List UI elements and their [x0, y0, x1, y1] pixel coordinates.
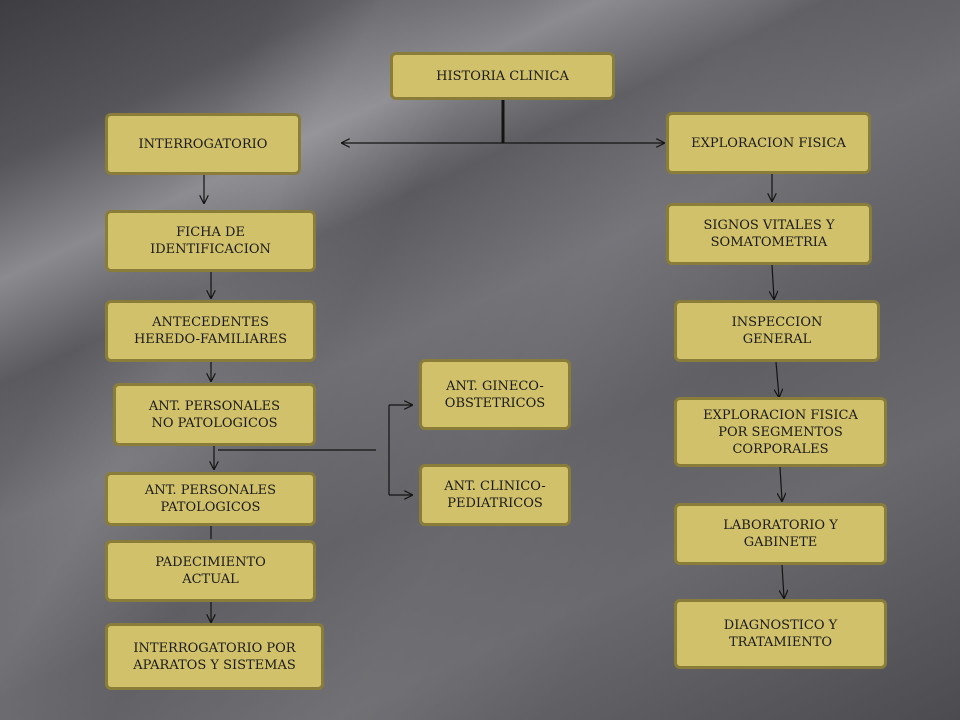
node-signos-vitales-somatometria: SIGNOS VITALES Y SOMATOMETRIA	[666, 203, 872, 265]
arrow-inspeccion-segmentos	[776, 361, 779, 397]
node-ant-personales-patologicos: ANT. PERSONALES PATOLOGICOS	[105, 472, 316, 526]
node-exploracion-fisica: EXPLORACION FISICA	[666, 112, 871, 174]
node-ant-clinico-pediatricos: ANT. CLINICO- PEDIATRICOS	[419, 464, 571, 526]
node-historia-clinica: HISTORIA CLINICA	[390, 52, 615, 100]
node-padecimiento-actual: PADECIMIENTO ACTUAL	[105, 540, 316, 602]
arrow-signos-inspeccion	[772, 264, 774, 299]
node-diagnostico-tratamiento: DIAGNOSTICO Y TRATAMIENTO	[674, 599, 887, 669]
node-ant-personales-no-patologicos: ANT. PERSONALES NO PATOLOGICOS	[113, 383, 316, 446]
node-interrogatorio-aparatos-sistemas: INTERROGATORIO POR APARATOS Y SISTEMAS	[105, 623, 324, 690]
arrow-segmentos-laboratorio	[780, 466, 782, 501]
node-exploracion-segmentos-corporales: EXPLORACION FISICA POR SEGMENTOS CORPORA…	[674, 397, 887, 467]
node-interrogatorio: INTERROGATORIO	[105, 113, 301, 175]
node-laboratorio-gabinete: LABORATORIO Y GABINETE	[674, 503, 887, 565]
node-ant-gineco-obstetricos: ANT. GINECO- OBSTETRICOS	[419, 359, 571, 430]
node-antecedentes-heredo-familiares: ANTECEDENTES HEREDO-FAMILIARES	[105, 300, 316, 362]
arrow-laboratorio-diagnostico	[782, 564, 784, 598]
node-inspeccion-general: INSPECCION GENERAL	[674, 300, 880, 362]
node-ficha-identificacion: FICHA DE IDENTIFICACION	[105, 210, 316, 272]
